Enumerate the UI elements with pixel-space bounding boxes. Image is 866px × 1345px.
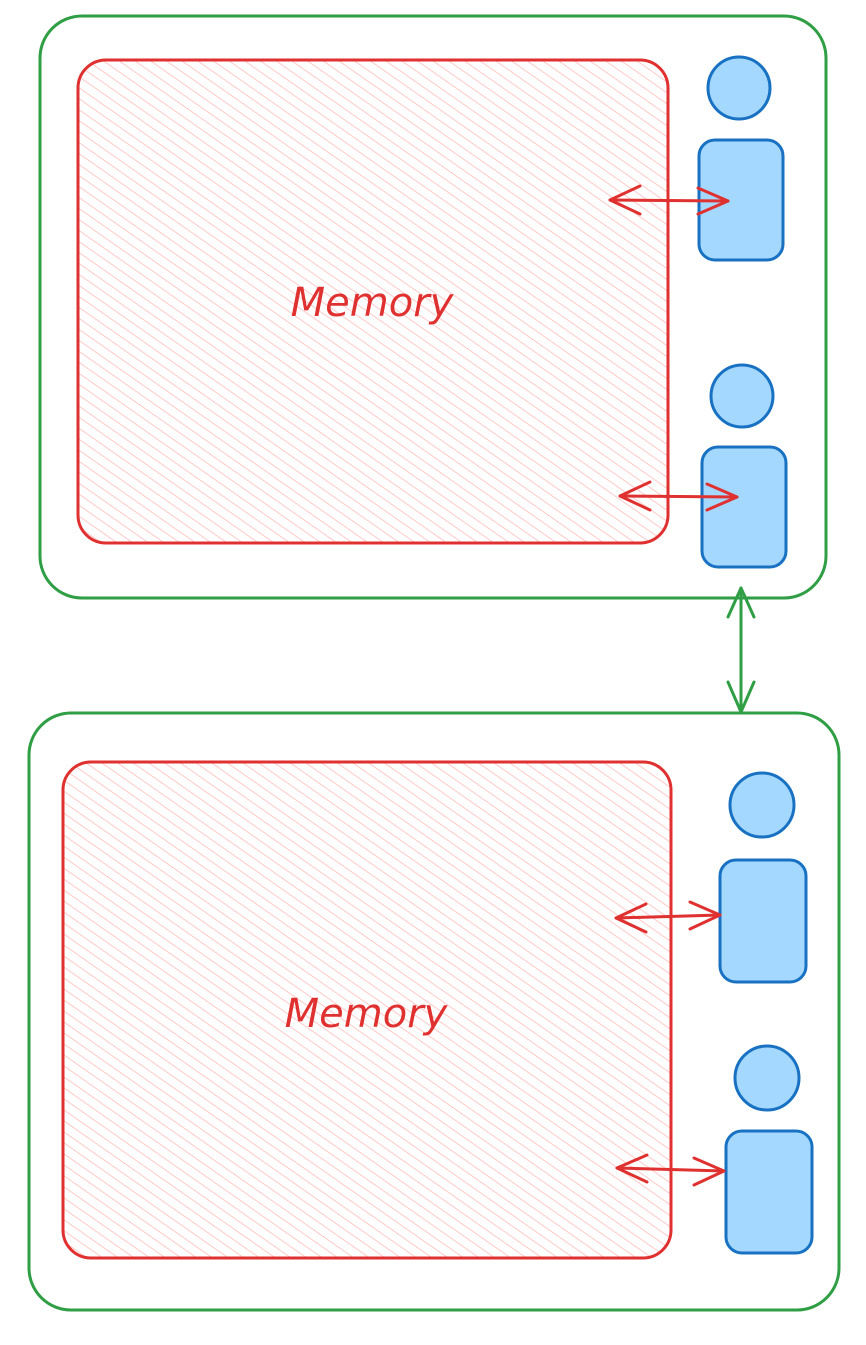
node-2-frame bbox=[27, 711, 841, 1312]
node-2-processor-2 bbox=[724, 1044, 814, 1255]
person-body bbox=[700, 445, 788, 569]
node-2-memory-label: Memory bbox=[285, 991, 449, 1037]
person-body bbox=[724, 1129, 814, 1255]
node-1-processor-2 bbox=[700, 363, 788, 569]
node-link-arrow bbox=[726, 586, 756, 714]
person-icon bbox=[733, 1044, 801, 1112]
node-1-memory-label: Memory bbox=[291, 280, 455, 326]
person-icon bbox=[709, 363, 775, 429]
node-1-processor-1 bbox=[697, 55, 785, 262]
node-2-processor-1 bbox=[718, 771, 808, 984]
node-1-processor-1-arrow bbox=[608, 184, 730, 216]
node-2-processor-2-arrow bbox=[615, 1153, 726, 1187]
node-2-processor-1-arrow bbox=[614, 900, 722, 934]
node-1-memory-block bbox=[76, 58, 670, 545]
person-icon bbox=[706, 55, 772, 121]
node-1-memory: Memory bbox=[76, 58, 670, 545]
person-body bbox=[718, 858, 808, 984]
node-1-processor-2-arrow bbox=[618, 480, 739, 512]
person-icon bbox=[728, 771, 796, 839]
node-1: Memory bbox=[38, 14, 828, 600]
node-2-memory-block bbox=[61, 760, 673, 1260]
node-1-frame bbox=[38, 14, 828, 600]
node-2-memory: Memory bbox=[61, 760, 673, 1260]
node-2: Memory bbox=[27, 711, 841, 1312]
